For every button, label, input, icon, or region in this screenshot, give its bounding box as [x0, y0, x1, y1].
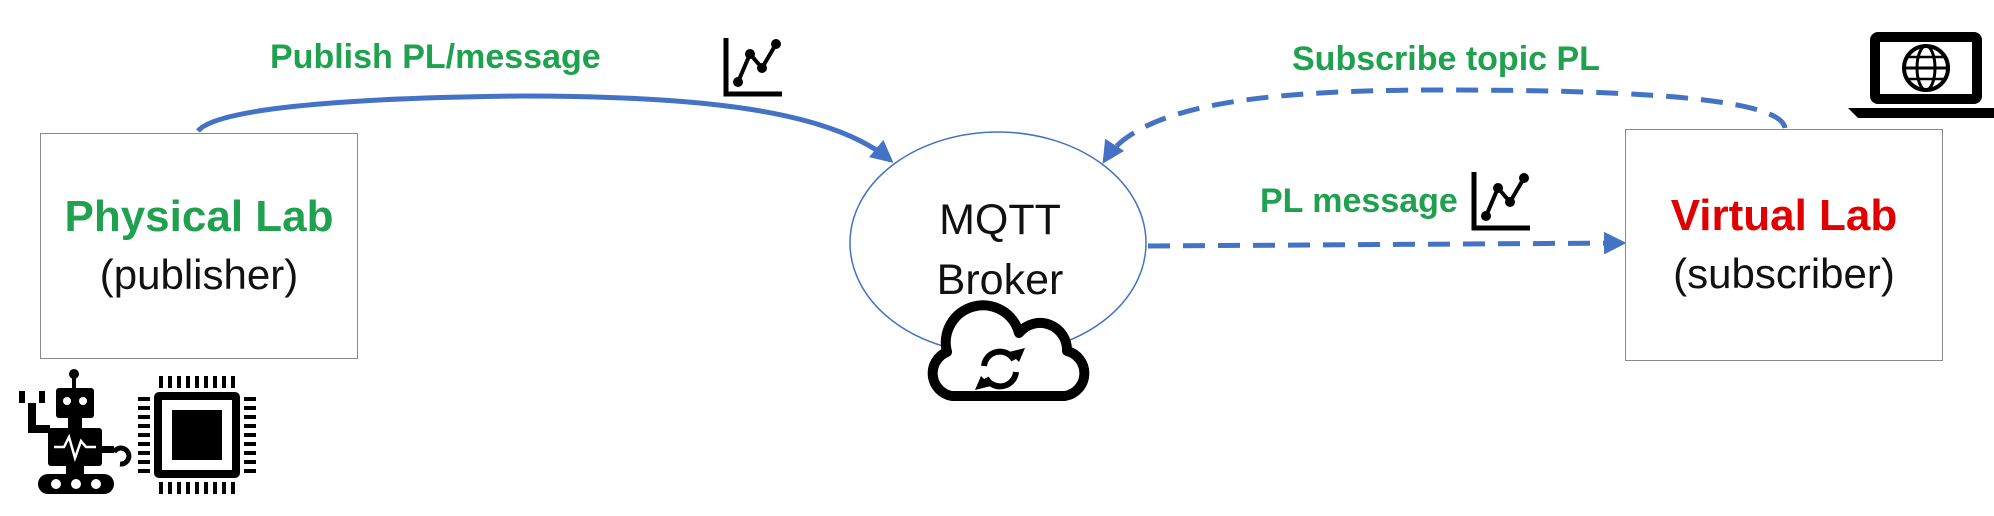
message-label: PL message	[1260, 182, 1458, 220]
subscribe-arrow	[1102, 87, 1788, 164]
subscriber-role: (subscriber)	[1673, 250, 1895, 297]
robot-icon	[19, 369, 132, 494]
cloud-sync-icon	[927, 300, 1090, 401]
subscriber-title: Virtual Lab	[1670, 191, 1898, 240]
laptop-globe-icon	[1848, 32, 1994, 118]
broker-label: MQTT Broker	[850, 190, 1150, 310]
publish-label: Publish PL/message	[270, 38, 601, 76]
subscribe-label: Subscribe topic PL	[1292, 40, 1600, 78]
publisher-node: Physical Lab (publisher)	[40, 133, 358, 359]
chart-icon	[1471, 172, 1530, 231]
subscriber-node: Virtual Lab (subscriber)	[1625, 129, 1943, 361]
publisher-title: Physical Lab	[64, 192, 334, 241]
publish-arrow	[196, 93, 894, 163]
broker-line1: MQTT	[939, 196, 1061, 244]
message-arrow	[1147, 231, 1627, 255]
chart-icon	[723, 38, 782, 97]
publisher-role: (publisher)	[99, 251, 299, 298]
chip-icon	[138, 376, 256, 494]
broker-line2: Broker	[936, 256, 1064, 304]
